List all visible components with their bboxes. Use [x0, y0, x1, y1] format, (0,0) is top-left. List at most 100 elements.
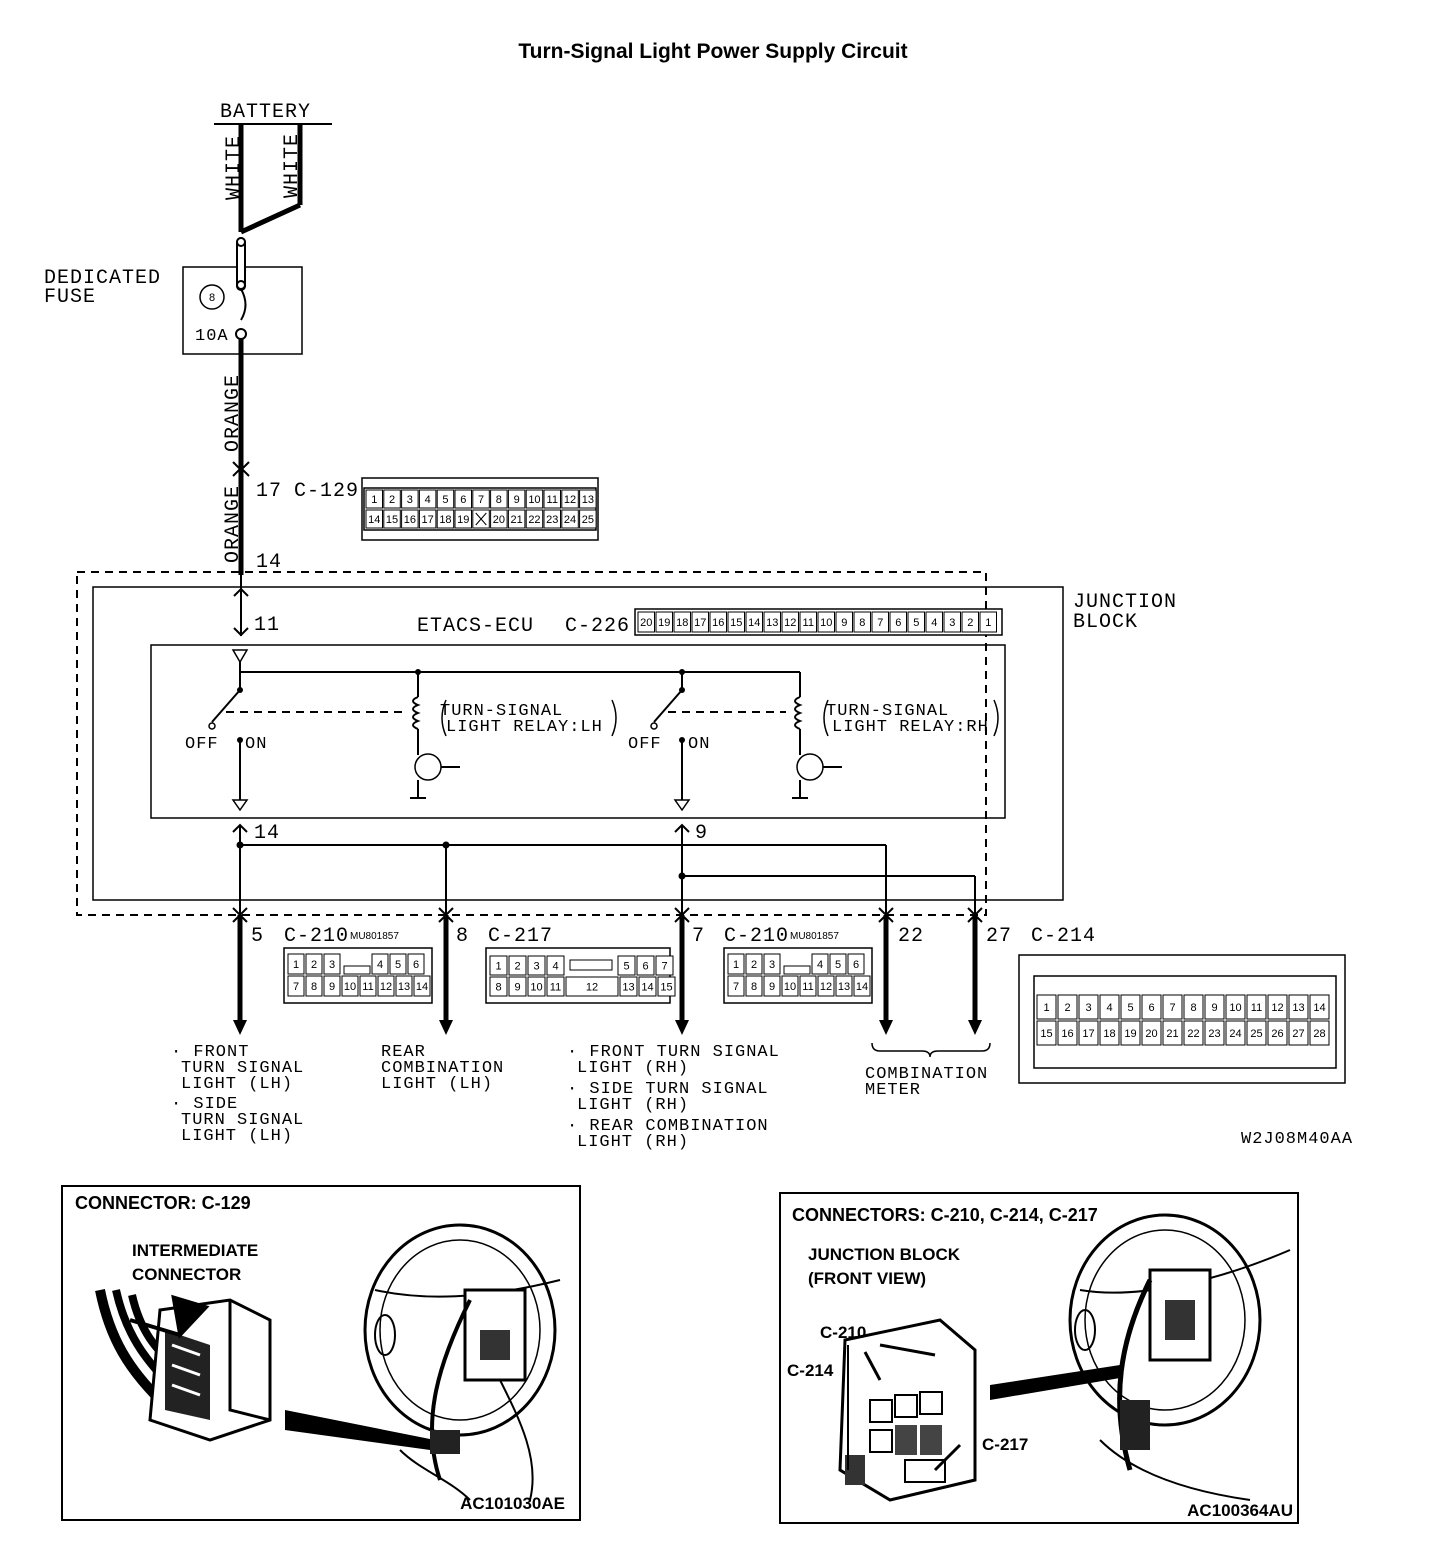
c129-pin: 17	[422, 514, 434, 526]
c210-pin: 6	[853, 959, 859, 971]
c214-pin-cell	[1036, 1020, 1057, 1046]
c226-pin-cell	[835, 611, 853, 633]
pin-9-out: 9	[695, 822, 708, 845]
c214-pin: 21	[1166, 1028, 1178, 1040]
c210-pin: 1	[293, 959, 299, 971]
c210-pin: 11	[802, 981, 813, 993]
c129-pin-blank	[475, 512, 487, 526]
panel-right-c217: C-217	[982, 1435, 1028, 1454]
c226-pin-cell	[925, 611, 943, 633]
dest-meter-1: COMBINATION	[865, 1065, 988, 1084]
c217-pin-cell	[489, 976, 508, 997]
c217-pin-cell	[546, 976, 565, 997]
c217-pin-cell	[619, 976, 638, 997]
c214-pin: 19	[1124, 1028, 1136, 1040]
c129-pin: 6	[460, 494, 466, 506]
c210-pin: 4	[377, 959, 383, 971]
c129-pin: 18	[439, 514, 451, 526]
c226-pin: 6	[895, 617, 901, 629]
c210-pin: 9	[329, 981, 335, 993]
c129-pin-cell	[561, 509, 579, 529]
c226-pin-cell	[817, 611, 835, 633]
c129-pin-cell	[490, 489, 508, 509]
c217-pin-cell	[508, 976, 527, 997]
c217-pin-cell	[546, 955, 565, 976]
out-3-pin: 7	[692, 925, 705, 948]
c129-pin-cell	[561, 489, 579, 509]
panel-right-label-2: (FRONT VIEW)	[808, 1269, 926, 1288]
c217-pin-cell	[565, 976, 619, 997]
c226-pin-cell	[637, 611, 655, 633]
c217-pin: 15	[660, 982, 672, 994]
c129-pin-cell	[543, 489, 561, 509]
c129-pin: 24	[564, 514, 576, 526]
relay-lh-label-1: TURN-SIGNAL	[440, 702, 563, 721]
c217-pin: 5	[623, 961, 629, 973]
c226-pin: 11	[803, 617, 814, 629]
c226-pin-cell	[799, 611, 817, 633]
c217-pin-cell	[489, 955, 508, 976]
junction-block-label-1: JUNCTION	[1073, 591, 1177, 614]
c210-pin-cell	[389, 953, 407, 975]
c129-pin-cell	[507, 509, 526, 529]
c210-pin-cell	[853, 975, 871, 997]
pin-14-in: 14	[256, 551, 282, 574]
c214-pin: 12	[1271, 1002, 1283, 1014]
c226-pin-cell	[691, 611, 709, 633]
c210-pin-cell	[323, 975, 341, 997]
c214-pin-cell	[1057, 994, 1078, 1020]
c226-pin: 15	[730, 617, 742, 629]
panel-left-label-1: INTERMEDIATE	[132, 1241, 258, 1260]
out-2-pin: 8	[456, 925, 469, 948]
c129-pin: 4	[425, 494, 431, 506]
out-3-part: MU801857	[790, 931, 839, 942]
c129-pin: 11	[547, 494, 558, 506]
c217-pin-cell	[638, 976, 657, 997]
c210-pin: 1	[733, 959, 739, 971]
c226-pin: 4	[931, 617, 937, 629]
c210-pin-cell	[745, 953, 763, 975]
dest-rh-1: · FRONT TURN SIGNAL	[567, 1043, 780, 1062]
c129-pin-cell	[472, 489, 490, 509]
relay-lh-label-2: LIGHT RELAY:LH	[446, 718, 603, 737]
out-3-connector: C-210	[724, 925, 789, 948]
c217-key	[569, 959, 613, 971]
c129-pin-cell	[418, 489, 437, 509]
c129-pin: 16	[404, 514, 416, 526]
c129-pin-cell	[579, 489, 597, 509]
c217-pin-cell	[508, 955, 527, 976]
c210-pin-cell	[847, 953, 865, 975]
c214-pin: 27	[1292, 1028, 1304, 1040]
c210-pin-cell	[287, 975, 305, 997]
c214-pin-cell	[1225, 994, 1246, 1020]
panel-right-title: CONNECTORS: C-210, C-214, C-217	[792, 1205, 1098, 1225]
ecu-pin-in: 11	[254, 614, 280, 637]
c214-pin-cell	[1288, 994, 1309, 1020]
c214-pin-cell	[1183, 1020, 1204, 1046]
fuse-rating: 10A	[195, 327, 229, 346]
battery-label: BATTERY	[220, 101, 311, 124]
output-wiring: 14 9 5 C-210 MU80185	[232, 822, 1095, 1035]
c214-pin: 4	[1106, 1002, 1112, 1014]
c226-pin: 13	[766, 617, 778, 629]
c217-pin: 13	[622, 982, 634, 994]
panel-connectors-junction-block: CONNECTORS: C-210, C-214, C-217 JUNCTION…	[779, 1192, 1299, 1524]
dashboard-illustration-right	[1068, 1213, 1291, 1501]
ecu-connector: C-226	[565, 615, 630, 638]
c214-pin: 7	[1169, 1002, 1175, 1014]
panel-connector-c129: CONNECTOR: C-129 INTERMEDIATE CONNECTOR	[61, 1185, 581, 1521]
c129-pin: 17	[256, 480, 282, 503]
c217-pin-cell	[657, 976, 676, 997]
fuse-label-2: FUSE	[44, 286, 96, 309]
c214-pin-cell	[1057, 1020, 1078, 1046]
c214-pin-cell	[1246, 994, 1267, 1020]
out-5-pin: 27	[986, 925, 1012, 948]
c226-pin: 8	[859, 617, 865, 629]
c129-pin: 9	[514, 494, 520, 506]
c226-pin-cell	[871, 611, 889, 633]
